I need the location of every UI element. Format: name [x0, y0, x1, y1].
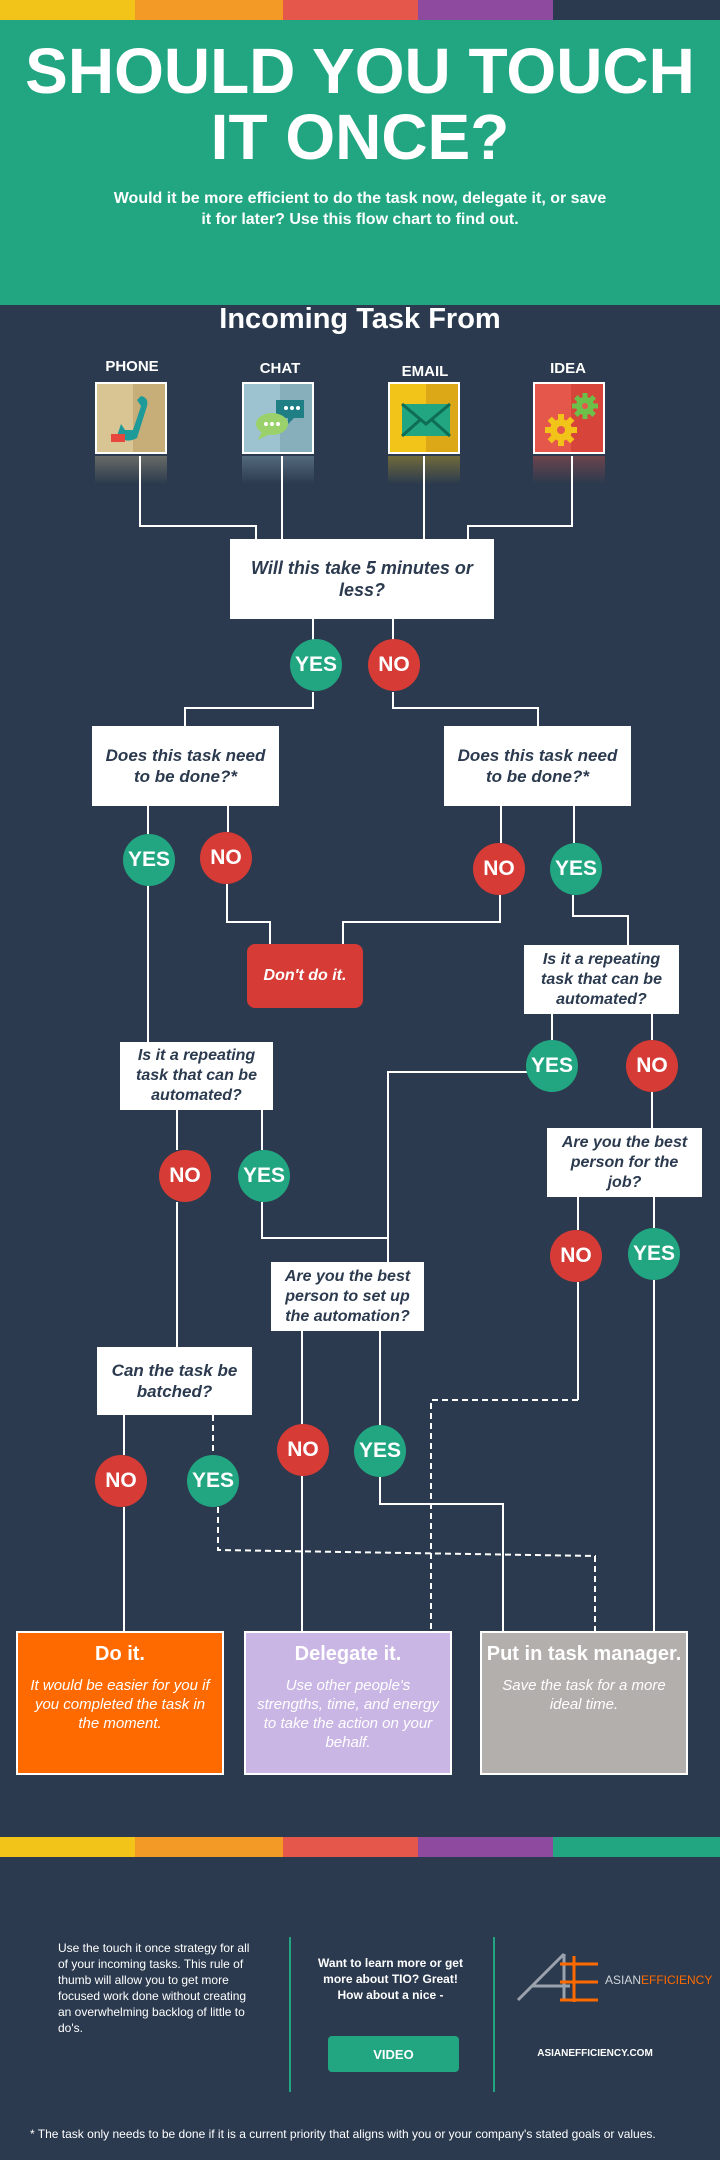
sources-title: Incoming Task From [219, 303, 501, 335]
dont-do-it: Don't do it. [247, 944, 363, 1008]
no-repeating-left: NO [159, 1150, 211, 1202]
video-button[interactable]: VIDEO [328, 2036, 459, 2072]
yes-batched: YES [187, 1455, 239, 1507]
yes-need-done-right: YES [550, 843, 602, 895]
footer-description: Use the touch it once strategy for all o… [58, 1941, 250, 2035]
title-line-1: SHOULD YOU TOUCH [25, 35, 695, 107]
title-line-2: IT ONCE? [210, 101, 510, 173]
source-label-email: EMAIL [401, 363, 449, 380]
ae-logo-icon [514, 1950, 609, 2005]
outcome-delegate-title: Delegate it. [294, 1643, 402, 1665]
hero-banner [0, 20, 720, 305]
stripe-navy [553, 0, 720, 20]
question-need-done-left: Does this task need to be done?* [92, 726, 279, 806]
no-setup-automation: NO [277, 1424, 329, 1476]
stripe-red [283, 0, 418, 20]
idea-reflection [533, 456, 605, 484]
idea-icon [533, 382, 605, 454]
stripe-purple [418, 0, 553, 20]
footer-stripe-green [553, 1837, 720, 1857]
footer-stripe-yellow [0, 1837, 135, 1857]
outcome-do-it: Do it. It would be easier for you if you… [16, 1631, 224, 1775]
footer-divider-right [493, 1937, 495, 2092]
chat-icon [242, 382, 314, 454]
page-subtitle: Would it be more efficient to do the tas… [113, 190, 607, 228]
question-repeating-left: Is it a repeating task that can be autom… [120, 1042, 273, 1110]
phone-reflection [95, 456, 167, 484]
footer-stripe-orange [135, 1837, 283, 1857]
yes-repeating-right: YES [526, 1040, 578, 1092]
question-need-done-right: Does this task need to be done?* [444, 726, 631, 806]
source-label-chat: CHAT [259, 360, 301, 377]
outcome-delegate-desc: Use other people's strengths, time, and … [257, 1677, 439, 1751]
brand-site-link[interactable]: ASIANEFFICIENCY.COM [537, 2048, 653, 2059]
outcome-do-it-desc: It would be easier for you if you comple… [30, 1677, 210, 1732]
question-batched: Can the task be batched? [97, 1347, 252, 1415]
brand-name: ASIANEFFICIENCY [605, 1973, 712, 1987]
question-five-minutes: Will this take 5 minutes or less? [230, 539, 494, 619]
source-label-idea: IDEA [550, 360, 586, 377]
source-label-phone: PHONE [105, 358, 159, 375]
outcome-do-it-title: Do it. [95, 1643, 145, 1665]
chat-reflection [242, 456, 314, 484]
brand-name-part2: EFFICIENCY [641, 1973, 713, 1987]
question-setup-automation: Are you the best person to set up the au… [271, 1262, 424, 1331]
footer-divider-left [289, 1937, 291, 2092]
email-icon [388, 382, 460, 454]
stripe-yellow [0, 0, 135, 20]
yes-five-minutes: YES [290, 639, 342, 691]
brand-name-part1: ASIAN [605, 1973, 642, 1987]
stripe-orange [135, 0, 283, 20]
no-best-person: NO [550, 1230, 602, 1282]
footnote: * The task only needs to be done if it i… [30, 2127, 656, 2141]
no-repeating-right: NO [626, 1040, 678, 1092]
footer-stripe-purple [418, 1837, 553, 1857]
yes-setup-automation: YES [354, 1425, 406, 1477]
yes-need-done-left: YES [123, 834, 175, 886]
no-need-done-left: NO [200, 832, 252, 884]
phone-icon [95, 382, 167, 454]
footer-learn-more: Want to learn more or get more about TIO… [318, 1956, 463, 2002]
footer-stripe-red [283, 1837, 418, 1857]
yes-best-person: YES [628, 1228, 680, 1280]
outcome-task-manager: Put in task manager. Save the task for a… [480, 1631, 688, 1775]
outcome-delegate: Delegate it. Use other people's strength… [244, 1631, 452, 1775]
yes-repeating-left: YES [238, 1150, 290, 1202]
outcome-task-manager-desc: Save the task for a more ideal time. [502, 1677, 666, 1713]
question-best-person: Are you the best person for the job? [547, 1128, 702, 1197]
no-batched: NO [95, 1455, 147, 1507]
outcome-task-manager-title: Put in task manager. [486, 1643, 682, 1665]
no-five-minutes: NO [368, 639, 420, 691]
no-need-done-right: NO [473, 843, 525, 895]
page-title: SHOULD YOU TOUCH IT ONCE? [0, 38, 720, 170]
question-repeating-right: Is it a repeating task that can be autom… [524, 945, 679, 1014]
